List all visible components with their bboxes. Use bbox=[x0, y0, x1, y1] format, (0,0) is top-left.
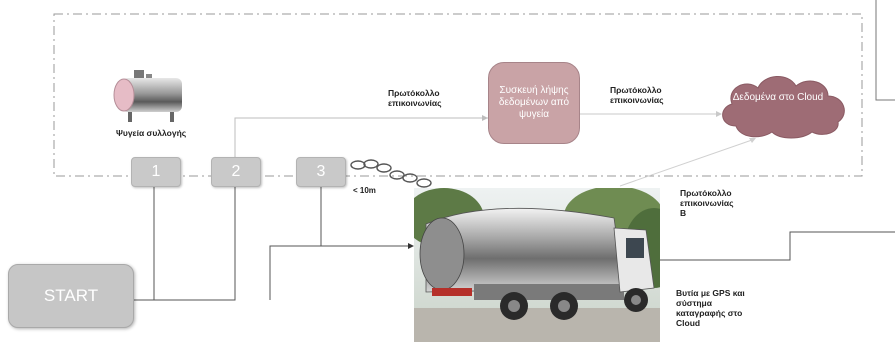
tanker-truck-photo bbox=[414, 188, 660, 342]
cloud-label: Δεδομένα στο Cloud bbox=[732, 92, 824, 103]
device-label: Συσκευή λήψης δεδομένων από ψυγεία bbox=[498, 85, 570, 120]
protocol-label-right: Πρωτόκολλο επικοινωνίας bbox=[610, 85, 664, 105]
protocol-b-label: Πρωτόκολλο επικοινωνίας Β bbox=[680, 188, 734, 218]
truck-label: Βυτία με GPS και σύστημα καταγραφής στο … bbox=[676, 288, 745, 328]
protocol-label-left: Πρωτόκολλο επικοινωνίας bbox=[388, 88, 442, 108]
data-receiver-device: Συσκευή λήψης δεδομένων από ψυγεία bbox=[488, 62, 580, 144]
tank-box-1: 1 bbox=[131, 157, 181, 187]
tanks-label: Ψυγεία συλλογής bbox=[116, 128, 187, 138]
tank-box-2: 2 bbox=[211, 157, 261, 187]
milk-tank-icon bbox=[113, 70, 182, 122]
start-box: START bbox=[8, 264, 134, 328]
start-label: START bbox=[43, 286, 99, 305]
cloud-shape bbox=[722, 76, 845, 139]
distance-label: < 10m bbox=[353, 186, 376, 195]
tank-box-3: 3 bbox=[296, 157, 346, 187]
